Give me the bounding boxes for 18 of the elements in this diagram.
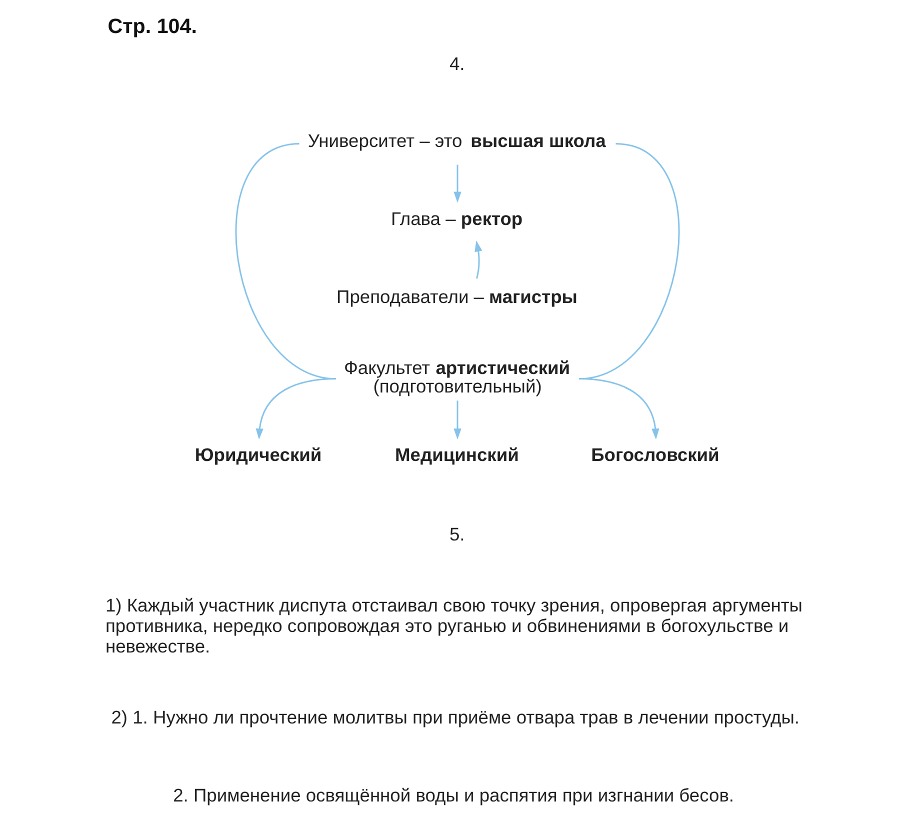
arrow (474, 240, 482, 279)
label: 5. (449, 523, 465, 544)
node-text: Богословский (591, 444, 720, 466)
node-text: Медицинский (395, 444, 519, 466)
arrow (454, 400, 462, 440)
diagram-title: Стр. 104. (108, 14, 197, 38)
node-text: Факультет артистический (подготовительный) (344, 356, 570, 396)
arrow (454, 164, 462, 203)
label: 2. Применение освящённой воды и распятия при изгнании бесов. (173, 784, 734, 806)
arrow (256, 378, 336, 440)
label: 2) 1. Нужно ли прочтение молитвы при приёме отвара трав в лечении простуды. (111, 706, 800, 728)
node-text: Глава – ректор (390, 208, 523, 229)
label: 4. (449, 53, 465, 74)
node-text: Преподаватели – магистры (336, 286, 578, 307)
node-text: Юридический (194, 444, 322, 466)
label: 1) Каждый участник диспута отстаивал свою точку зрения, опровергая аргументы противника, нередко сопровождая это руганью и обвинениями в богохульстве и невежестве. (105, 594, 802, 657)
node-text: Университет – это высшая школа (308, 130, 606, 151)
arrow (579, 378, 660, 440)
